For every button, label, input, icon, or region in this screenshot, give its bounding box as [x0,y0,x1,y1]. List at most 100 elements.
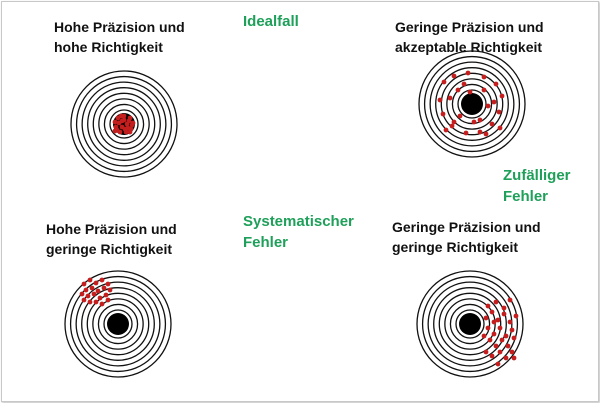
annotation-systematic-error-line2: Fehler [243,234,289,251]
hit-dot [105,297,111,303]
target-ring [103,309,133,339]
hit-dot [511,335,517,341]
hit-dot [465,70,471,76]
hit-dot [112,128,118,134]
hit-dot [99,277,105,283]
label-top-right-line1: Geringe Präzision und [395,19,544,35]
hit-dot [87,277,93,283]
annotation-systematic-error-line1: Systematischer [243,213,354,230]
hit-dot [495,361,501,367]
target-ring [64,270,172,378]
hit-dot [457,113,463,119]
label-top-left-line2: hohe Richtigkeit [54,39,163,55]
hit-dot [499,337,505,343]
hit-dot [483,131,489,137]
hit-dot [451,73,457,79]
target-ring [75,75,173,173]
target-ring [421,275,519,373]
label-top-left-line1: Hohe Präzision und [54,19,185,35]
hit-dot [509,327,515,333]
hit-dot [463,130,469,136]
hit-dot [509,349,515,355]
target-ring [446,78,498,130]
target-ring [109,109,139,139]
annotation-random-error-line1: Zufälliger [503,167,571,184]
target-ring [449,303,491,345]
hit-dot [496,109,502,115]
hit-dot [497,349,503,355]
annotation-random-error-line2: Fehler [503,188,549,205]
target-ring [457,89,487,119]
hit-dot [511,355,517,361]
target-ring [435,67,509,141]
hit-dot [489,353,495,359]
hit-dot [481,74,487,80]
target-low-precision-acceptable-accuracy [418,50,526,158]
hit-dot [491,319,497,325]
hit-dot [440,111,446,117]
target-ring [429,61,515,147]
hit-dot [461,81,467,87]
label-top-right-line2: akzeptable Richtigkeit [395,39,543,55]
hit-dot [93,280,99,286]
label-bottom-left-line2: geringe Richtigkeit [46,241,173,257]
target-ring [438,292,502,356]
target-ring [92,92,156,156]
hit-dot [497,325,503,331]
target-low-precision-low-accuracy [416,270,524,378]
hit-dot [116,120,122,126]
bullseye [461,93,483,115]
label-bottom-right-line1: Geringe Präzision und [392,219,541,235]
hit-dot [83,287,89,293]
hit-dot [487,337,493,343]
label-bottom-left-line1: Hohe Präzision und [46,221,177,237]
target-ring [433,287,507,361]
hit-dot [485,325,491,331]
target-ring [92,298,144,350]
hit-dot [477,117,483,123]
hit-dot [99,301,105,307]
hit-dot [491,331,497,337]
target-ring [455,309,485,339]
hit-dot [87,299,93,305]
target-ring [418,50,526,158]
hit-dot [97,295,103,301]
hit-dot [477,129,483,135]
hit-dot [101,285,107,291]
hit-dot [121,117,127,123]
hit-dot [483,315,489,321]
hit-dot [447,95,453,101]
hit-dot [81,297,87,303]
hit-dot [455,87,461,93]
hit-dot [103,292,109,298]
hit-dot [437,97,443,103]
bullseye [107,313,129,335]
target-ring [70,70,178,178]
hit-dot [126,118,132,124]
hit-dot [95,288,101,294]
hit-dot [451,119,457,125]
hit-dot [503,333,509,339]
hit-dot [489,309,495,315]
hit-dot [505,343,511,349]
hit-dot [481,87,487,93]
hit-dot [127,129,133,135]
hit-dot [449,123,455,129]
hit-dot [503,355,509,361]
hit-dot [79,291,85,297]
hit-dot [483,349,489,355]
target-ring [423,55,521,153]
hit-dot [491,99,497,105]
hit-dot [105,281,111,287]
target-ring [427,281,513,367]
target-ring [81,81,167,167]
hit-dot [441,79,447,85]
hit-dot [89,285,95,291]
target-ring [75,281,161,367]
hit-dot [91,291,97,297]
hit-dot [485,303,491,309]
hit-dot [493,299,499,305]
target-ring [103,103,145,145]
target-ring [81,287,155,361]
hit-dot [493,81,499,87]
